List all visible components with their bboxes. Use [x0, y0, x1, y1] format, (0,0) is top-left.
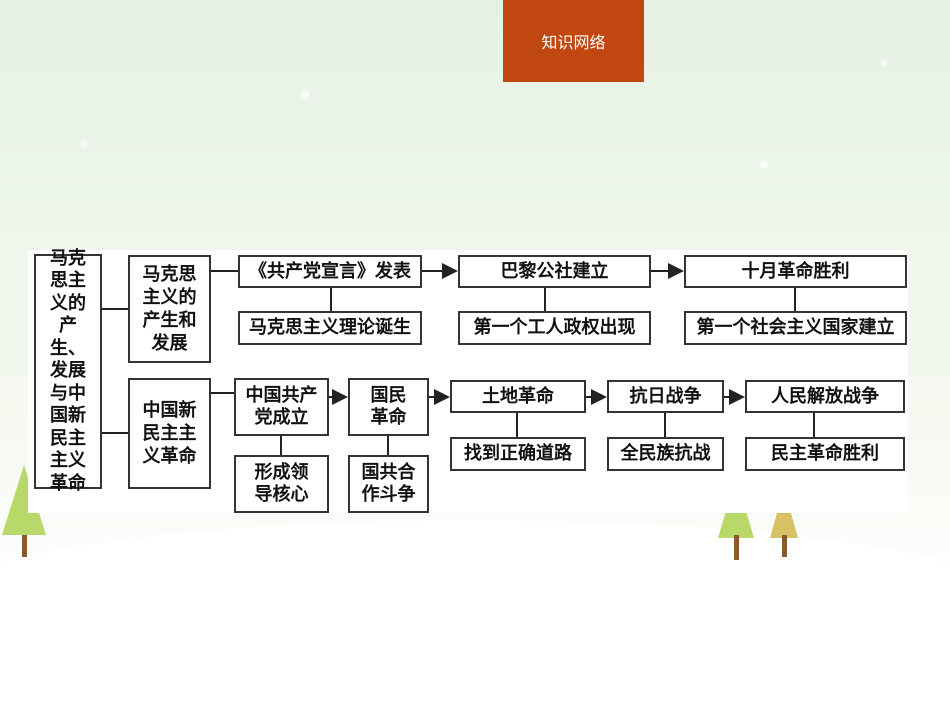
branch-china-revolution: 中国新民主主义革命 [128, 378, 211, 489]
stage-national-revolution: 国民革命 [348, 378, 429, 436]
stage-cpc-founding: 中国共产党成立 [234, 378, 329, 436]
event-paris-commune: 巴黎公社建立 [458, 255, 651, 288]
root-node: 马克思主义的产生、发展与中国新民主主义革命 [34, 248, 102, 494]
stage-liberation-war: 人民解放战争 [745, 380, 905, 413]
outcome-kmt-cpc-cooperation: 国共合作斗争 [348, 455, 429, 513]
result-first-socialist-state: 第一个社会主义国家建立 [684, 311, 907, 345]
branch-marxism: 马克思主义的产生和发展 [128, 255, 211, 363]
result-theory-born: 马克思主义理论诞生 [238, 311, 422, 345]
event-manifesto: 《共产党宣言》发表 [238, 255, 422, 288]
section-badge: 知识网络 [503, 0, 644, 82]
knowledge-network-diagram: 马克思主义的产生、发展与中国新民主主义革命 马克思主义的产生和发展 《共产党宣言… [28, 248, 908, 513]
outcome-nationwide-resistance: 全民族抗战 [607, 437, 724, 471]
outcome-leadership-core: 形成领导核心 [234, 455, 329, 513]
event-october-revolution: 十月革命胜利 [684, 255, 907, 288]
stage-anti-japanese-war: 抗日战争 [607, 380, 724, 413]
outcome-democratic-revolution-victory: 民主革命胜利 [745, 437, 905, 471]
outcome-correct-path: 找到正确道路 [450, 437, 586, 471]
result-first-workers-regime: 第一个工人政权出现 [458, 311, 651, 345]
stage-land-revolution: 土地革命 [450, 380, 586, 413]
connector-lines [101, 263, 815, 455]
